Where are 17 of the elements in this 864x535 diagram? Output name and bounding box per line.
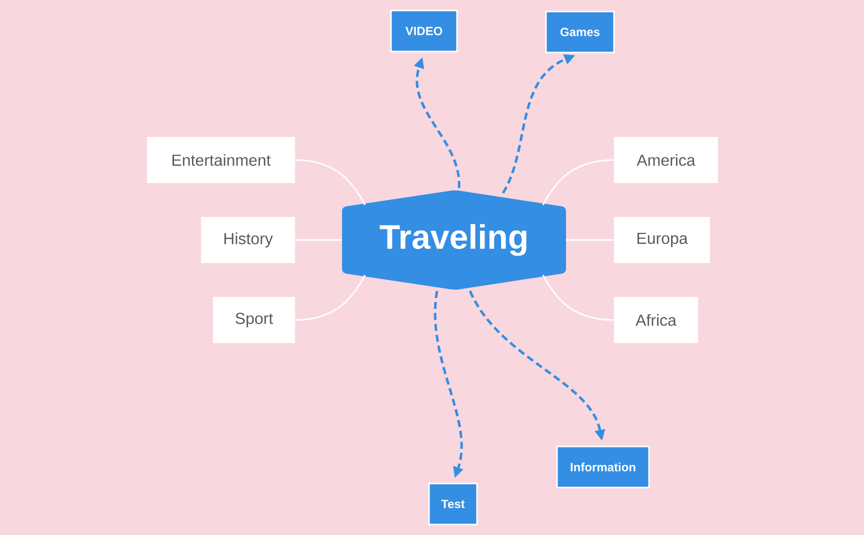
connector-line xyxy=(542,159,614,206)
connector-line xyxy=(542,274,614,321)
topic-box: Sport xyxy=(213,297,295,343)
topic-box: History xyxy=(201,217,295,263)
connector-line xyxy=(295,274,366,321)
connector-line xyxy=(295,159,366,206)
tag-box: VIDEO xyxy=(390,10,458,52)
topic-box: Africa xyxy=(614,297,698,343)
tag-box: Test xyxy=(428,482,478,526)
connector-line xyxy=(295,239,342,241)
topic-box: Europa xyxy=(614,217,710,263)
tag-box: Information xyxy=(556,446,650,488)
topic-box: America xyxy=(614,137,718,183)
hexagon-node: Traveling xyxy=(342,190,566,290)
topic-box: Entertainment xyxy=(147,137,295,183)
connector-line xyxy=(566,239,614,241)
tag-box: Games xyxy=(545,10,615,54)
